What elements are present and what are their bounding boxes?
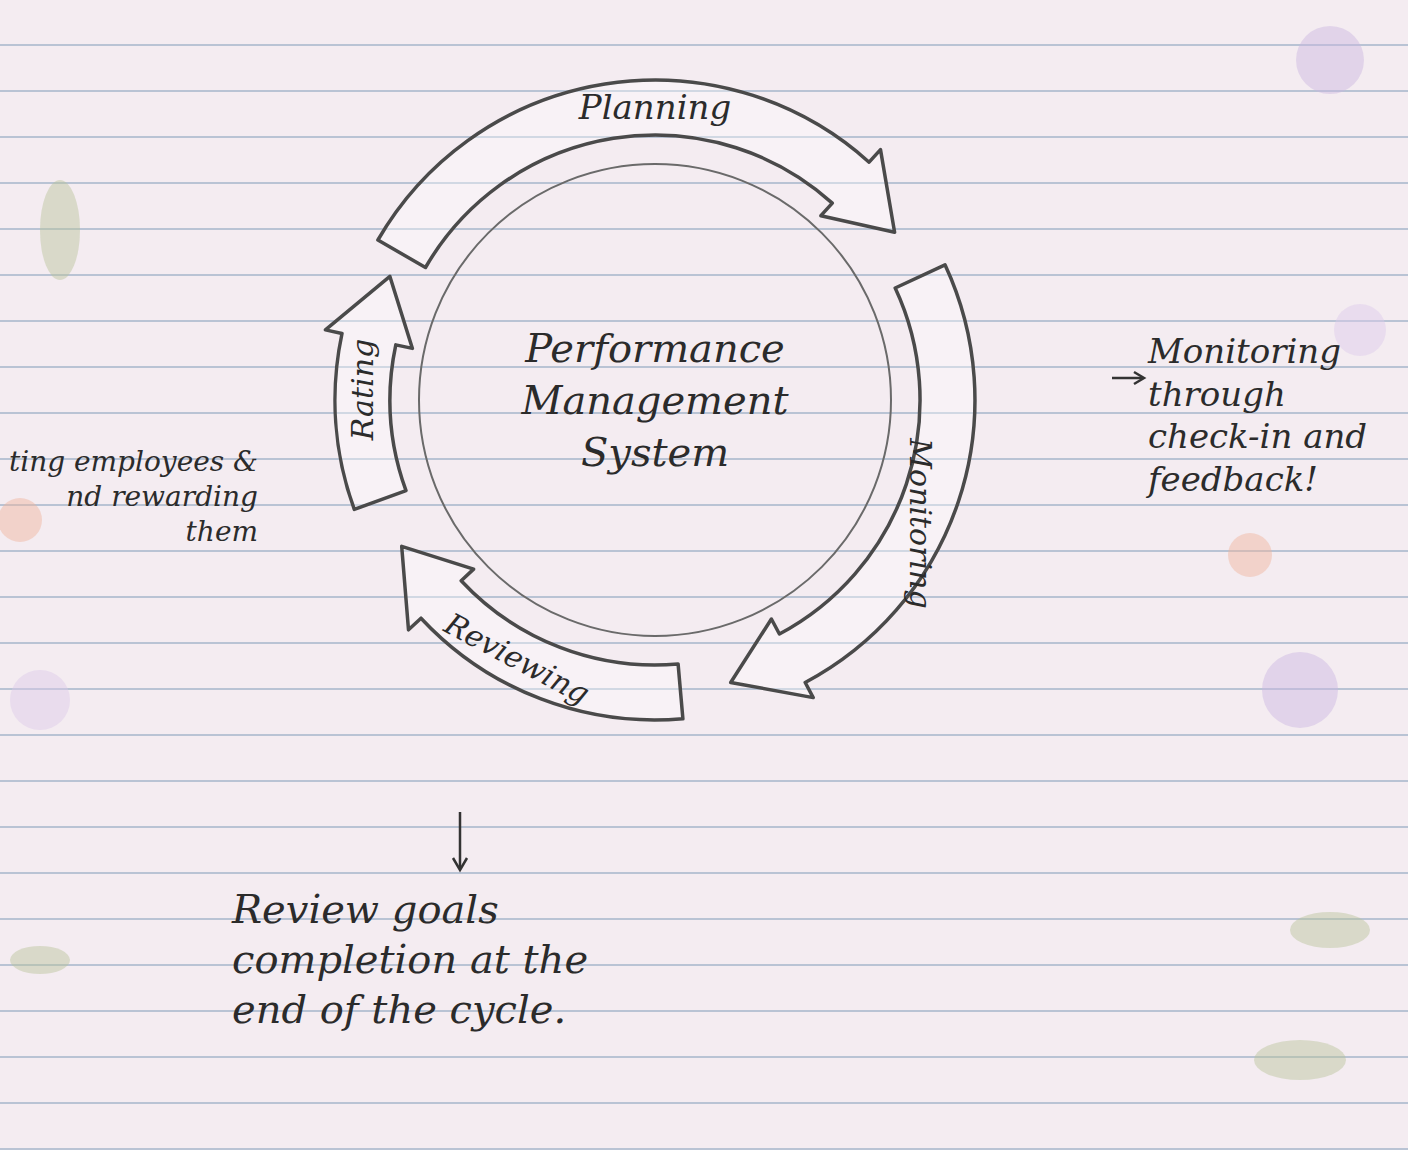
cycle-arrow xyxy=(378,80,895,267)
center-circle: Performance Management System xyxy=(418,163,892,637)
note-text: Review goals completion at the end of th… xyxy=(232,884,652,1034)
stage-name: Planning xyxy=(579,89,731,126)
note-text: ting employees & nd rewarding them xyxy=(8,444,258,549)
cycle-stage: Rating xyxy=(344,333,381,446)
center-title: Performance Management System xyxy=(490,322,820,478)
stage-name: Rating xyxy=(346,339,379,440)
cycle-arrows xyxy=(325,80,975,720)
stage-name: Monitoring xyxy=(904,438,937,608)
leader-arrows xyxy=(453,372,1144,870)
cycle-arrow xyxy=(402,546,683,720)
cycle-arrow xyxy=(325,276,412,509)
note-text: Monitoring through check-in and feedback… xyxy=(1148,330,1393,500)
cycle-stage: Planning xyxy=(573,87,737,128)
cycle-stage: Monitoring xyxy=(902,432,939,614)
flower-decor xyxy=(0,26,1386,1080)
